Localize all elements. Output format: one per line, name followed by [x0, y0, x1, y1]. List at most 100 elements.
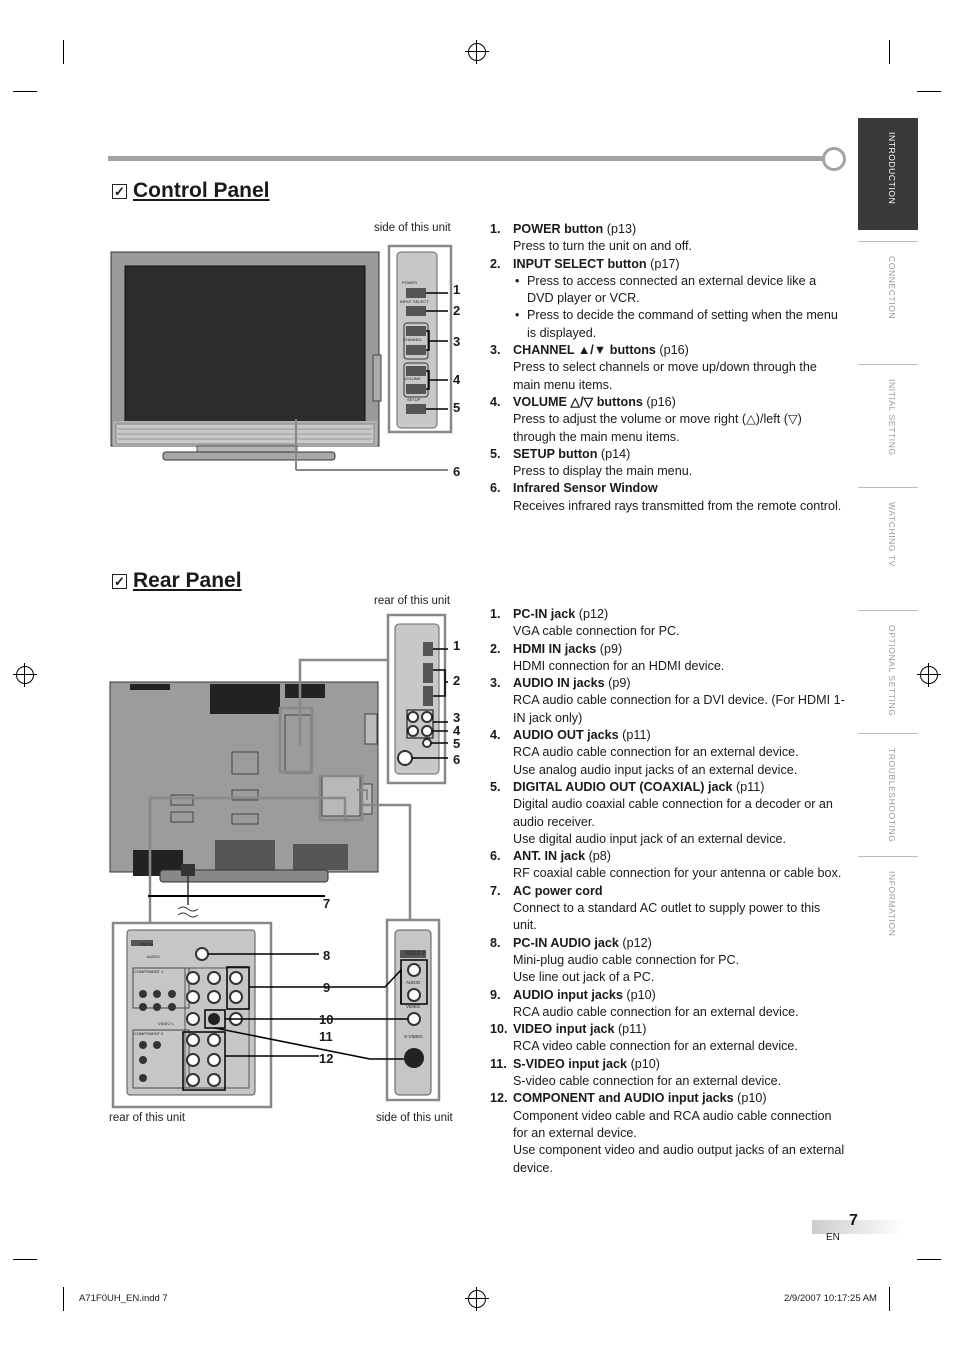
rear-callout-3: 3 [453, 710, 461, 725]
crop-mark [889, 40, 890, 64]
item-page-ref: (p16) [655, 343, 689, 358]
item-bullet: Press to decide the command of setting w… [513, 307, 846, 342]
rear-callout-2: 2 [453, 673, 461, 688]
item-title: POWER button [513, 222, 604, 236]
item-description: Press to adjust the volume or move right… [513, 412, 802, 444]
crop-mark [63, 1287, 64, 1311]
item-title: COMPONENT and AUDIO input jacks [513, 1091, 734, 1106]
list-item: 6.ANT. IN jack (p8)RF coaxial cable conn… [490, 848, 846, 883]
list-item: 1.PC-IN jack (p12)VGA cable connection f… [490, 606, 846, 641]
callout-6: 6 [453, 464, 461, 479]
list-item: 3.AUDIO IN jacks (p9)RCA audio cable con… [490, 675, 846, 727]
item-title: AUDIO IN jacks [513, 676, 605, 691]
section-rule [108, 156, 826, 161]
jack-label-component1: COMPONENT 1 [134, 969, 164, 974]
footer-file: A71F0UH_EN.indd 7 [79, 1293, 168, 1304]
item-page-ref: (p16) [642, 394, 676, 409]
item-number: 1. [490, 607, 501, 621]
panel-label-power: POWER [402, 280, 418, 285]
crop-mark [13, 91, 37, 92]
item-title: HDMI IN jacks [513, 641, 597, 656]
item-page-ref: (p10) [733, 1091, 767, 1106]
rear-callout-11: 11 [319, 1029, 333, 1044]
control-panel-heading: Control Panel [133, 179, 270, 202]
item-page-ref: (p12) [618, 935, 652, 950]
item-title: SETUP button [513, 446, 598, 461]
tab-watching-tv[interactable]: WATCHING TV [858, 487, 918, 600]
item-page-ref: (p11) [732, 779, 765, 794]
item-description: RCA audio cable connection for an extern… [513, 745, 799, 760]
jack-label-video2: VIDEO 2 [405, 951, 425, 957]
item-description: Digital audio coaxial cable connection f… [513, 797, 833, 829]
item-page-ref: (p13) [603, 222, 637, 236]
item-number: 2. [490, 641, 501, 656]
footer-timestamp: 2/9/2007 10:17:25 AM [784, 1293, 877, 1304]
item-page-ref: (p12) [575, 607, 609, 621]
registration-mark [13, 663, 37, 687]
list-item: 2.INPUT SELECT button (p17)Press to acce… [490, 256, 846, 342]
page-number: 7 [849, 1212, 858, 1229]
item-description: RF coaxial cable connection for your ant… [513, 866, 842, 881]
jack-label-component2: COMPONENT 2 [134, 1031, 164, 1036]
rear-panel-diagram [109, 613, 448, 1109]
item-number: 4. [490, 728, 501, 743]
tab-troubleshooting[interactable]: TROUBLESHOOTING [858, 733, 918, 846]
registration-mark [465, 40, 489, 64]
crop-mark [63, 40, 64, 64]
item-title: VOLUME △/▽ buttons [513, 394, 643, 409]
item-title: AUDIO OUT jacks [513, 728, 619, 743]
list-item: 10.VIDEO input jack (p11)RCA video cable… [490, 1021, 846, 1056]
item-description: RCA video cable connection for an extern… [513, 1039, 798, 1054]
item-title: Infrared Sensor Window [513, 481, 658, 496]
item-number: 7. [490, 883, 501, 898]
item-number: 9. [490, 987, 501, 1002]
list-item: 1.POWER button (p13)Press to turn the un… [490, 221, 846, 256]
item-description: RCA audio cable connection for an extern… [513, 1004, 799, 1019]
item-page-ref: (p9) [604, 676, 631, 691]
rear-panel-caption-bottom-left: rear of this unit [109, 1112, 186, 1124]
crop-mark [917, 1259, 941, 1260]
rear-callout-6: 6 [453, 752, 461, 767]
rear-callout-4: 4 [453, 723, 461, 738]
item-description: Press to select channels or move up/down… [513, 360, 817, 392]
jack-label-s-video: S-VIDEO [404, 1034, 423, 1039]
callout-2: 2 [453, 303, 461, 318]
item-page-ref: (p10) [627, 1056, 660, 1071]
item-number: 10. [490, 1022, 508, 1037]
rear-callout-8: 8 [323, 948, 331, 963]
item-title: CHANNEL ▲/▼ buttons [513, 343, 656, 358]
item-description: Use digital audio input jack of an exter… [513, 831, 787, 846]
item-page-ref: (p8) [585, 849, 611, 864]
rear-callout-5: 5 [453, 736, 461, 751]
item-number: 4. [490, 394, 501, 409]
language-code: EN [826, 1232, 840, 1243]
tab-introduction[interactable]: INTRODUCTION [858, 118, 918, 230]
item-page-ref: (p17) [646, 256, 680, 271]
list-item: 11.S-VIDEO input jack (p10)S-video cable… [490, 1056, 846, 1091]
item-description: Mini-plug audio cable connection for PC. [513, 952, 740, 967]
item-title: S-VIDEO input jack [513, 1056, 628, 1071]
tab-initial-setting[interactable]: INITIAL SETTING [858, 364, 918, 477]
item-description: Press to turn the unit on and off. [513, 239, 692, 254]
item-title: VIDEO input jack [513, 1022, 615, 1037]
callout-4: 4 [453, 372, 461, 387]
tab-connection[interactable]: CONNECTION [858, 241, 918, 354]
callout-3: 3 [453, 334, 461, 349]
item-title: INPUT SELECT button [513, 256, 647, 271]
registration-mark [465, 1287, 489, 1311]
item-description: S-video cable connection for an external… [513, 1074, 782, 1089]
tab-optional-setting[interactable]: OPTIONAL SETTING [858, 610, 918, 723]
jack-label-video: VIDEO [406, 1004, 421, 1009]
item-page-ref: (p10) [622, 987, 656, 1002]
callout-5: 5 [453, 400, 461, 415]
checkbox-icon: ✓ [112, 184, 127, 199]
jack-label-audio: AUDIO [147, 954, 160, 959]
section-rule-end-circle [822, 147, 846, 171]
rear-callout-7: 7 [323, 896, 331, 911]
item-title: ANT. IN jack [513, 849, 586, 864]
crop-mark [13, 1259, 37, 1260]
item-description: Press to display the main menu. [513, 464, 693, 479]
tab-information[interactable]: INFORMATION [858, 856, 918, 969]
